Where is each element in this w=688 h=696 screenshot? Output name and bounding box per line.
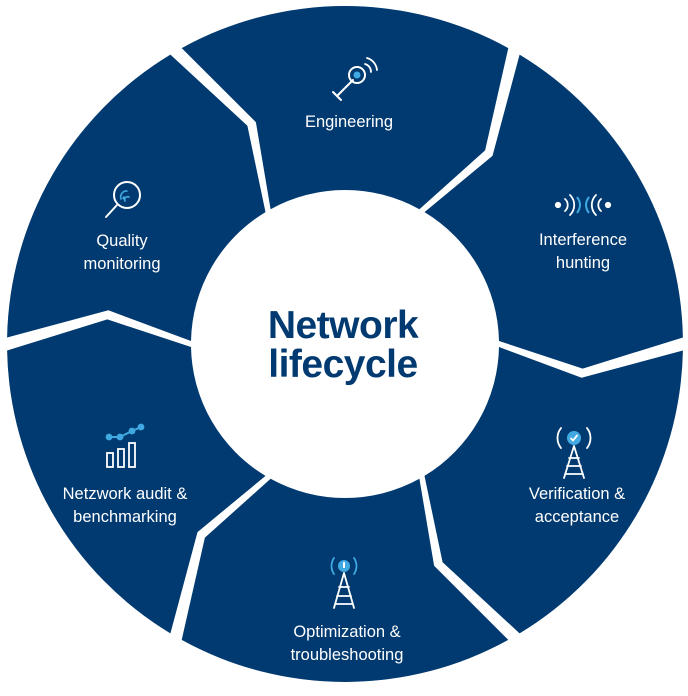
- chart-graph-icon: [103, 421, 147, 474]
- ring-segment: [7, 54, 266, 341]
- segment-label-line: acceptance: [534, 508, 620, 526]
- center-title-line-1: Network: [267, 304, 419, 347]
- segment-label-verification-acceptance: Verification & acceptance: [492, 483, 662, 529]
- ring-segment: [7, 319, 266, 634]
- segment-label-line: Netzwork audit &: [62, 485, 188, 503]
- segment-label-engineering: Engineering: [264, 111, 434, 134]
- antenna-check-icon: [552, 424, 596, 485]
- center-title-line-2: lifecycle: [268, 343, 418, 386]
- segment-label-line: Quality: [96, 232, 148, 250]
- center-circle: [193, 192, 497, 496]
- segment-label-network-audit-benchmarking: Netzwork audit & benchmarking: [40, 483, 210, 529]
- segment-label-line: Engineering: [304, 113, 394, 131]
- ring-segment: [424, 54, 683, 369]
- antenna-tower-icon: [322, 554, 366, 615]
- segment-label-line: benchmarking: [73, 508, 177, 526]
- segment-label-line: Optimization &: [293, 623, 401, 641]
- segment-label-quality-monitoring: Quality monitoring: [37, 230, 207, 276]
- magnifier-icon: [101, 177, 145, 228]
- ring-segment: [181, 6, 509, 210]
- segment-label-line: Verification &: [528, 485, 626, 503]
- segment-label-optimization-troubleshooting: Optimization & troubleshooting: [262, 621, 432, 667]
- segment-label-interference-hunting: Interference hunting: [498, 229, 668, 275]
- segment-label-line: hunting: [555, 254, 611, 272]
- segment-label-line: troubleshooting: [290, 646, 404, 664]
- segment-label-line: Interference: [538, 231, 628, 249]
- ring-segment: [424, 347, 683, 634]
- center-title: Network lifecycle: [214, 306, 472, 384]
- ring-segments: [7, 6, 683, 682]
- ring-segment: [181, 478, 509, 682]
- segment-label-line: monitoring: [83, 255, 161, 273]
- signal-waves-icon: [552, 190, 614, 225]
- wrench-signal-icon: [327, 54, 383, 109]
